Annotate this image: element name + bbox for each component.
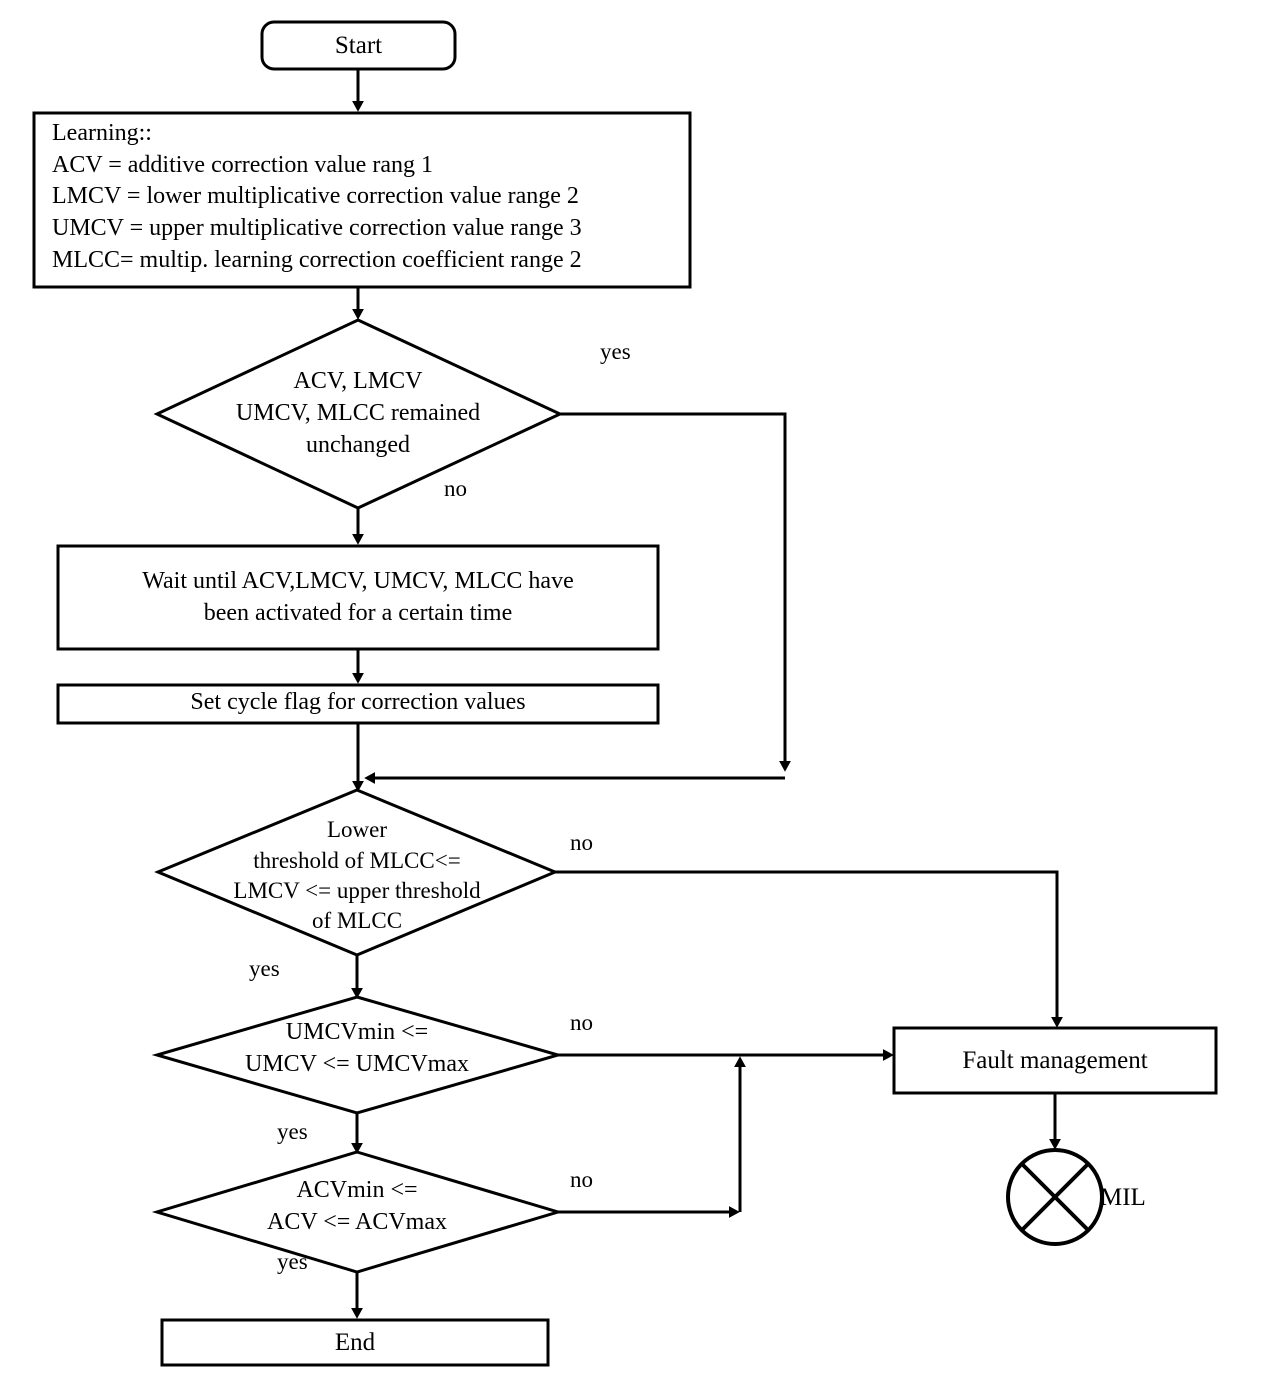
decision-umcv-node[interactable] [151,995,564,1115]
end-node[interactable] [160,1318,550,1367]
connector-mlcc-no-to-fault-management [555,870,1063,1028]
fault-management-node[interactable] [892,1026,1218,1095]
edge-label-acv-yes: yes [277,1249,308,1274]
edge-label-unchanged-yes: yes [600,339,631,364]
edge-label-unchanged-no: no [444,476,467,501]
edge-label-mlcc-yes: yes [249,956,280,981]
wait-node[interactable] [56,544,660,651]
learning-node[interactable] [32,111,692,289]
edge-label-umcv-no: no [570,1010,593,1035]
connector-unchanged-yes [560,412,791,772]
decision-mlcc-node[interactable] [154,788,559,957]
edge-label-acv-no: no [570,1167,593,1192]
decision-acv-node[interactable] [151,1150,564,1274]
edge-label-mlcc-no: no [570,830,593,855]
set-cycle-flag-node[interactable] [56,683,660,725]
edge-label-umcv-yes: yes [277,1119,308,1144]
mil-cross-line-2 [1020,1162,1090,1232]
decision-unchanged-node[interactable] [153,318,564,510]
start-node[interactable] [260,20,457,71]
